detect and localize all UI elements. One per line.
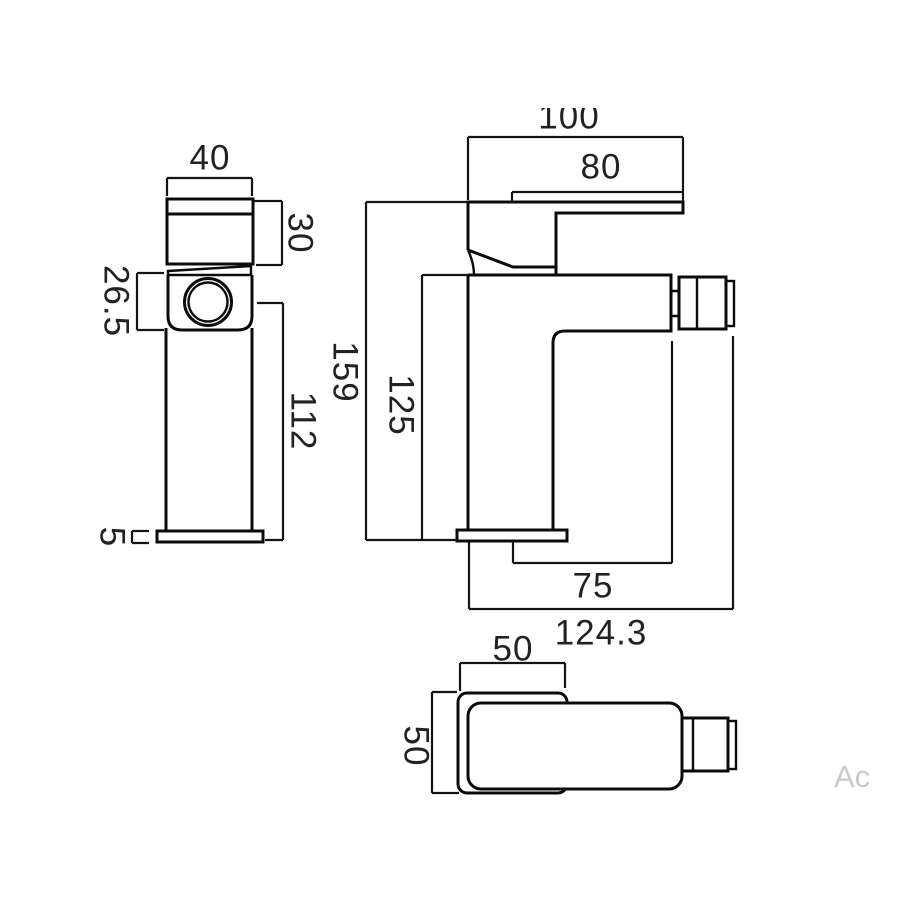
side-dim-124_3-label: 124.3 bbox=[555, 614, 648, 653]
plan-dim-50-width-label: 50 bbox=[493, 630, 534, 669]
side-dim-80-label: 80 bbox=[581, 148, 622, 187]
front-spout-block-outline bbox=[166, 275, 254, 332]
front-dim-30-label: 30 bbox=[281, 213, 320, 254]
front-spout-outlet-inner-circle bbox=[187, 281, 229, 323]
side-dim-159-label: 159 bbox=[326, 341, 365, 402]
front-column-edges bbox=[164, 328, 254, 531]
side-dim-125-lines bbox=[420, 273, 468, 540]
front-dim-5-label: 5 bbox=[93, 527, 132, 547]
side-dim-125-label: 125 bbox=[382, 374, 421, 435]
front-dim-40-lines bbox=[165, 176, 254, 196]
front-spout-outlet-outer-circle bbox=[183, 277, 233, 327]
front-dim-112-label: 112 bbox=[284, 392, 323, 451]
side-lever-base-curve bbox=[466, 249, 476, 276]
side-dim-80-lines bbox=[510, 190, 683, 202]
side-dim-75-lines bbox=[511, 341, 674, 565]
front-base-plate bbox=[155, 529, 265, 544]
side-body-outline bbox=[466, 273, 673, 530]
plan-aerator-end-cap bbox=[726, 719, 738, 771]
plan-view: 50 50 bbox=[397, 630, 738, 795]
front-view: 40 30 26.5 112 5 bbox=[93, 139, 323, 548]
front-dim-26_5-lines bbox=[135, 271, 164, 332]
side-lever-outline bbox=[466, 200, 685, 275]
front-dim-30-lines bbox=[254, 199, 284, 267]
side-dim-124_3-lines bbox=[467, 336, 735, 611]
plan-dim-50-depth-lines bbox=[430, 690, 459, 795]
side-view: 100 80 159 125 75 124.3 bbox=[326, 95, 736, 653]
plan-dim-50-depth-label: 50 bbox=[397, 726, 436, 767]
front-dim-112-lines bbox=[257, 301, 285, 542]
plan-aerator-body bbox=[680, 716, 730, 773]
front-dim-5-lines bbox=[130, 529, 149, 545]
front-dim-40-label: 40 bbox=[190, 139, 231, 178]
side-aerator-body bbox=[677, 275, 728, 331]
front-dim-26_5-label: 26.5 bbox=[97, 265, 136, 337]
front-cartridge-outline bbox=[165, 197, 255, 266]
side-dim-100-clip-artifact bbox=[534, 95, 604, 108]
plan-dim-50-width-lines bbox=[458, 661, 567, 691]
plan-handle-footprint bbox=[466, 701, 684, 791]
side-dim-75-label: 75 bbox=[573, 567, 614, 606]
front-joint-ring bbox=[166, 264, 253, 277]
side-base-plate bbox=[455, 528, 569, 543]
watermark-text: Ac bbox=[834, 759, 870, 794]
side-lever-underside bbox=[467, 248, 556, 269]
side-aerator-end-cap bbox=[724, 279, 736, 328]
side-dim-159-lines bbox=[364, 200, 468, 542]
